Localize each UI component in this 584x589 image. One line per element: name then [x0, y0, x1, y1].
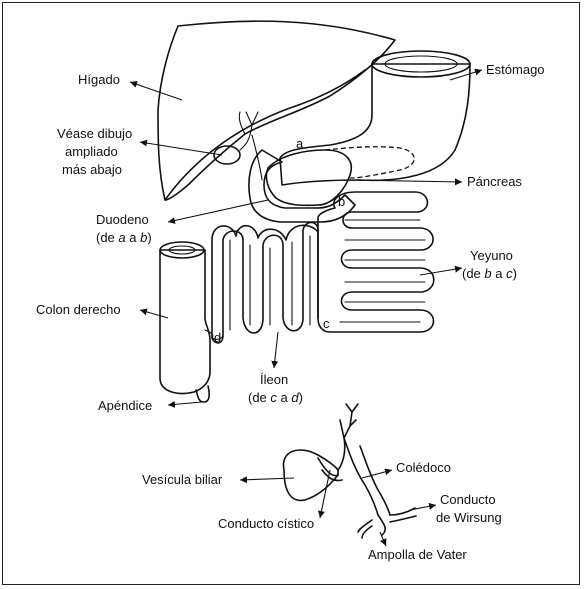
stomach	[279, 50, 471, 186]
liver	[157, 20, 396, 201]
label-yeyuno-line2: (de b a c)	[462, 266, 517, 281]
point-d: d	[214, 330, 221, 345]
label-apendice: Apéndice	[98, 398, 152, 413]
label-pancreas: Páncreas	[467, 174, 522, 189]
duodenum	[248, 149, 356, 223]
label-conducto-cistico: Conducto cístico	[218, 516, 314, 531]
point-b: b	[338, 194, 345, 209]
label-vesicula: Vesícula biliar	[142, 472, 223, 487]
biliary-ducts-small	[213, 111, 263, 181]
label-estomago: Estómago	[486, 62, 545, 77]
label-yeyuno-line1: Yeyuno	[470, 248, 513, 263]
label-ileon-line1: Íleon	[260, 372, 288, 387]
right-colon	[159, 241, 214, 395]
label-vease-line3: más abajo	[62, 162, 122, 177]
label-coledoco: Colédoco	[396, 460, 451, 475]
point-a: a	[296, 136, 304, 151]
label-vease-line2: ampliado	[65, 144, 118, 159]
label-ampolla: Ampolla de Vater	[368, 547, 467, 562]
label-wirsung-line2: de Wirsung	[436, 510, 502, 525]
jejunum	[317, 191, 435, 333]
point-c: c	[323, 316, 330, 331]
pancreas	[265, 146, 415, 207]
appendix	[195, 385, 210, 403]
ileum	[211, 221, 319, 344]
biliary-tree-detail	[282, 403, 417, 539]
figure-frame	[2, 2, 580, 585]
label-higado: Hígado	[78, 72, 120, 87]
label-vease-line1: Véase dibujo	[57, 126, 132, 141]
label-duodeno-line2: (de a a b)	[96, 230, 152, 245]
label-colon-derecho: Colon derecho	[36, 302, 121, 317]
label-ileon-line2: (de c a d)	[248, 390, 303, 405]
leader-arrows	[129, 68, 483, 547]
label-duodeno-line1: Duodeno	[96, 212, 149, 227]
label-wirsung-line1: Conducto	[440, 492, 496, 507]
